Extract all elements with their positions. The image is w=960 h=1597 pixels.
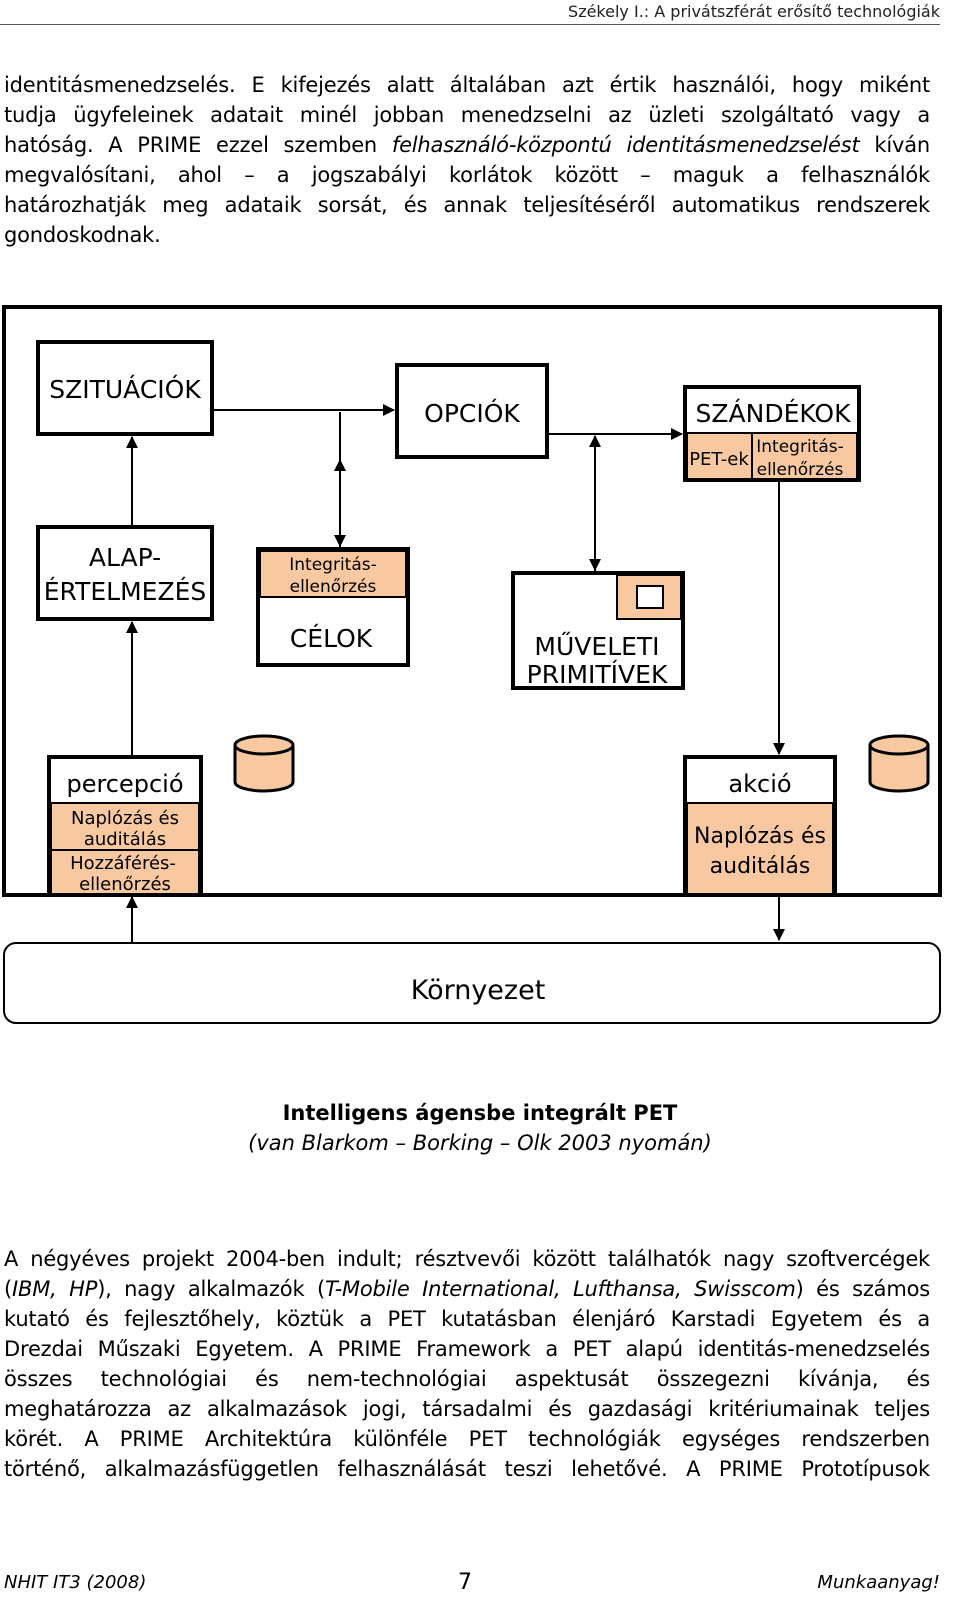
body-emphasis: T-Mobile International, Lufthansa, Swiss… bbox=[324, 1277, 796, 1301]
body-line: kutató és fejlesztőhely, köztük a PET ku… bbox=[4, 1307, 930, 1331]
page-number: 7 bbox=[458, 1570, 472, 1595]
operational-primitives-line1: MŰVELETI bbox=[534, 631, 659, 661]
running-title: Székely I.: A privátszférát erősítő tech… bbox=[568, 2, 940, 21]
body-line: körét. A PRIME Architektúra különféle PE… bbox=[4, 1427, 930, 1451]
body-line: összes technológiai és nem-technológiai … bbox=[4, 1367, 930, 1391]
environment-box bbox=[3, 942, 941, 1024]
intro-line: megvalósítani, ahol – a jogszabályi korl… bbox=[4, 163, 930, 187]
pets-cell bbox=[686, 432, 753, 480]
action-logging-line1: Naplózás és bbox=[694, 824, 826, 849]
intro-text: hatóság. A PRIME ezzel szemben bbox=[4, 133, 392, 157]
body-line: Drezdai Műszaki Egyetem. A PRIME Framewo… bbox=[4, 1337, 930, 1361]
environment-label: Környezet bbox=[411, 975, 546, 1006]
intro-line: határozhatják meg adataik sorsát, és ann… bbox=[4, 193, 930, 217]
figure-caption: Intelligens ágensbe integrált PET (van B… bbox=[0, 1098, 960, 1158]
intentions-label: SZÁNDÉKOK bbox=[696, 399, 852, 428]
running-header: Székely I.: A privátszférát erősítő tech… bbox=[0, 0, 940, 25]
situations-label: SZITUÁCIÓK bbox=[49, 374, 201, 404]
body-line: A négyéves projekt 2004-ben indult; rész… bbox=[4, 1247, 930, 1271]
action-label: akció bbox=[728, 770, 791, 798]
situations-box bbox=[36, 340, 214, 436]
perception-logging-line1: Naplózás és bbox=[71, 808, 179, 829]
database-icon bbox=[868, 734, 930, 793]
body-text: ), nagy alkalmazók ( bbox=[97, 1277, 325, 1301]
basic-interpretation-line1: ALAP- bbox=[89, 543, 161, 572]
goals-label: CÉLOK bbox=[290, 624, 373, 653]
caption-source: (van Blarkom – Borking – Olk 2003 nyomán… bbox=[248, 1131, 712, 1155]
intro-emphasis: felhasználó-központú identitásmenedzselé… bbox=[391, 133, 860, 157]
footer-left: NHIT IT3 (2008) bbox=[4, 1572, 147, 1593]
action-logging-cell bbox=[686, 802, 834, 895]
intro-text: kíván bbox=[859, 133, 930, 157]
intentions-integrity-cell bbox=[751, 432, 858, 480]
goals-integrity-cell bbox=[259, 550, 407, 598]
perception-logging-line2: auditálás bbox=[84, 829, 166, 850]
page-footer: NHIT IT3 (2008) 7 Munkaanyag! bbox=[0, 1568, 940, 1597]
intentions-integrity-line1: Integritás- bbox=[756, 437, 844, 457]
body-emphasis: IBM, HP bbox=[12, 1277, 98, 1301]
perception-access-line1: Hozzáférés- bbox=[70, 853, 176, 874]
perception-label: percepció bbox=[66, 770, 183, 798]
body-text: ( bbox=[4, 1277, 12, 1301]
perception-access-line2: ellenőrzés bbox=[79, 874, 171, 895]
intro-line: identitásmenedzselés. E kifejezés alatt … bbox=[4, 73, 930, 97]
pets-label: PET-ek bbox=[689, 449, 749, 470]
body-line: (IBM, HP), nagy alkalmazók (T-Mobile Int… bbox=[4, 1274, 930, 1304]
perception-access-cell bbox=[50, 849, 200, 895]
caption-title: Intelligens ágensbe integrált PET bbox=[282, 1101, 678, 1125]
goals-integrity-line2: ellenőrzés bbox=[290, 577, 377, 597]
database-icon bbox=[233, 734, 295, 793]
operational-primitives-line2: PRIMITÍVEK bbox=[527, 660, 668, 689]
intro-paragraph: identitásmenedzselés. E kifejezés alatt … bbox=[4, 70, 930, 250]
intro-line: tudja ügyfeleinek adatait minél jobban m… bbox=[4, 103, 930, 127]
options-label: OPCIÓK bbox=[424, 398, 520, 428]
footer-right: Munkaanyag! bbox=[817, 1572, 940, 1593]
body-text: ) és számos bbox=[795, 1277, 931, 1301]
intro-line: gondoskodnak. bbox=[4, 223, 161, 247]
intro-line: hatóság. A PRIME ezzel szemben felhaszná… bbox=[4, 130, 930, 160]
intentions-integrity-line2: ellenőrzés bbox=[757, 460, 844, 480]
action-logging-line2: auditálás bbox=[710, 854, 811, 879]
options-box bbox=[395, 363, 549, 459]
pet-agent-diagram: SZITUÁCIÓK OPCIÓK SZÁNDÉKOK PET-ek Integ… bbox=[0, 300, 960, 1040]
basic-interpretation-line2: ÉRTELMEZÉS bbox=[44, 577, 207, 606]
basic-interpretation-box bbox=[36, 525, 214, 621]
primitive-square-icon bbox=[636, 585, 664, 609]
body-line: meghatározza az alkalmazások jogi, társa… bbox=[4, 1397, 930, 1421]
body-paragraph: A négyéves projekt 2004-ben indult; rész… bbox=[4, 1244, 930, 1484]
body-line: történő, alkalmazásfüggetlen felhasználá… bbox=[4, 1457, 930, 1481]
diagram-svg: SZITUÁCIÓK OPCIÓK SZÁNDÉKOK PET-ek Integ… bbox=[2, 305, 942, 1024]
goals-integrity-line1: Integritás- bbox=[289, 555, 377, 575]
